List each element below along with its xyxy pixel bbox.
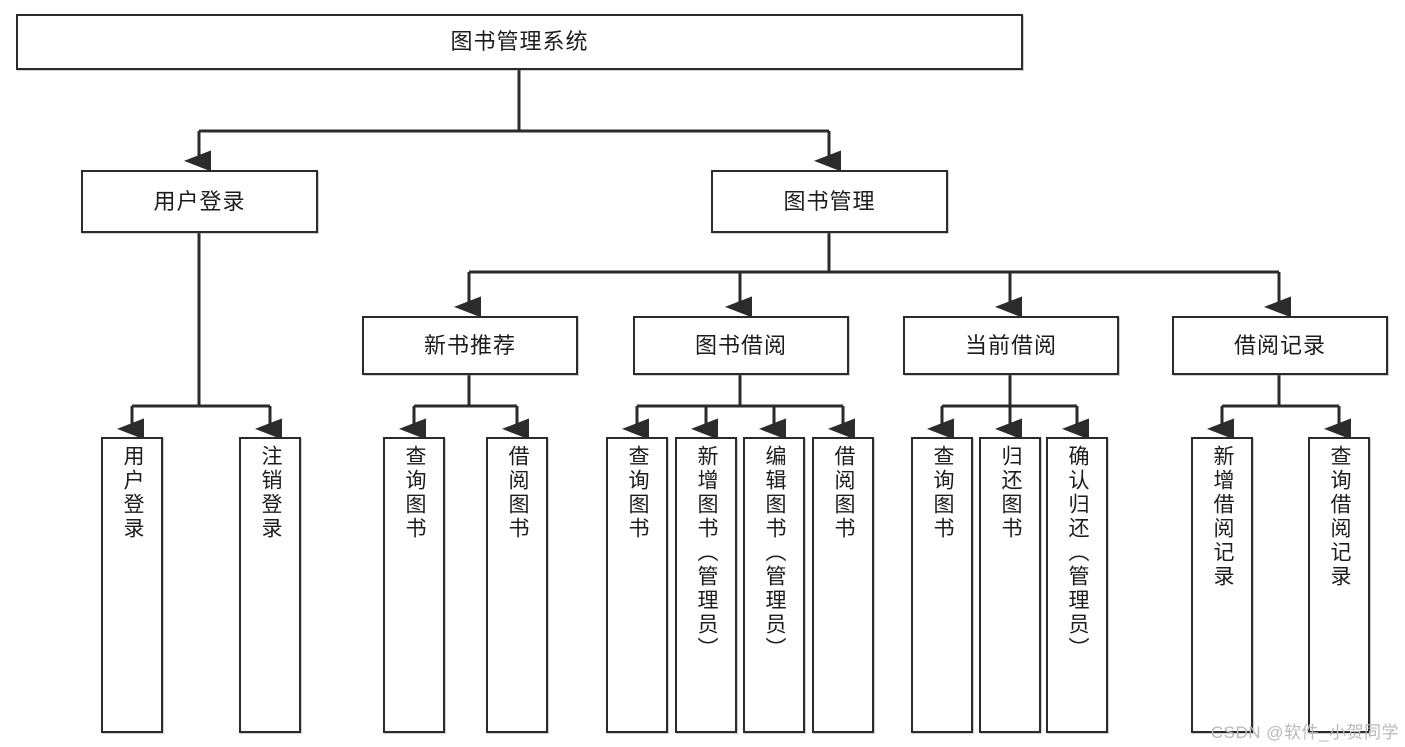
node-book-management[interactable]: 图书管理	[711, 170, 948, 233]
node-borrow-record[interactable]: 借阅记录	[1172, 316, 1388, 375]
node-label: 新书推荐	[423, 332, 516, 358]
leaf-borrow-add-book-admin[interactable]: 新增图书（管理员）	[675, 437, 737, 733]
node-label: 查询借阅记录	[1328, 445, 1352, 589]
leaf-user-login-signout[interactable]: 注销登录	[239, 437, 301, 733]
node-label: 图书管理	[783, 188, 876, 214]
leaf-current-return-book[interactable]: 归还图书	[979, 437, 1041, 733]
leaf-recommend-query-book[interactable]: 查询图书	[383, 437, 445, 733]
leaf-user-login-signin[interactable]: 用户登录	[101, 437, 163, 733]
node-user-login[interactable]: 用户登录	[81, 170, 318, 233]
node-label: 图书借阅	[694, 332, 787, 358]
leaf-record-query-record[interactable]: 查询借阅记录	[1308, 437, 1370, 733]
leaf-borrow-borrow-book[interactable]: 借阅图书	[812, 437, 874, 733]
node-label: 图书管理系统	[450, 29, 589, 55]
leaf-borrow-query-book[interactable]: 查询图书	[606, 437, 668, 733]
node-label: 新增图书（管理员）	[695, 445, 719, 661]
node-label: 确认归还（管理员）	[1066, 445, 1090, 661]
node-current-borrow[interactable]: 当前借阅	[903, 316, 1119, 375]
node-label: 借阅图书	[506, 445, 530, 541]
leaf-record-add-record[interactable]: 新增借阅记录	[1191, 437, 1253, 733]
node-book-borrow[interactable]: 图书借阅	[633, 316, 849, 375]
node-label: 查询图书	[931, 445, 955, 541]
node-new-book-recommend[interactable]: 新书推荐	[362, 316, 578, 375]
node-root-system[interactable]: 图书管理系统	[16, 14, 1023, 70]
node-label: 新增借阅记录	[1211, 445, 1235, 589]
node-label: 归还图书	[999, 445, 1023, 541]
node-label: 借阅图书	[832, 445, 856, 541]
node-label: 查询图书	[626, 445, 650, 541]
watermark: CSDN @软件_小贺同学	[1210, 723, 1399, 742]
leaf-current-confirm-return-admin[interactable]: 确认归还（管理员）	[1046, 437, 1108, 733]
leaf-borrow-edit-book-admin[interactable]: 编辑图书（管理员）	[743, 437, 805, 733]
node-label: 用户登录	[121, 445, 145, 541]
leaf-current-query-book[interactable]: 查询图书	[911, 437, 973, 733]
node-label: 注销登录	[259, 445, 283, 541]
leaf-recommend-borrow-book[interactable]: 借阅图书	[486, 437, 548, 733]
node-label: 编辑图书（管理员）	[763, 445, 787, 661]
node-label: 当前借阅	[964, 332, 1057, 358]
node-label: 借阅记录	[1233, 332, 1326, 358]
node-label: 查询图书	[403, 445, 427, 541]
node-label: 用户登录	[153, 188, 246, 214]
